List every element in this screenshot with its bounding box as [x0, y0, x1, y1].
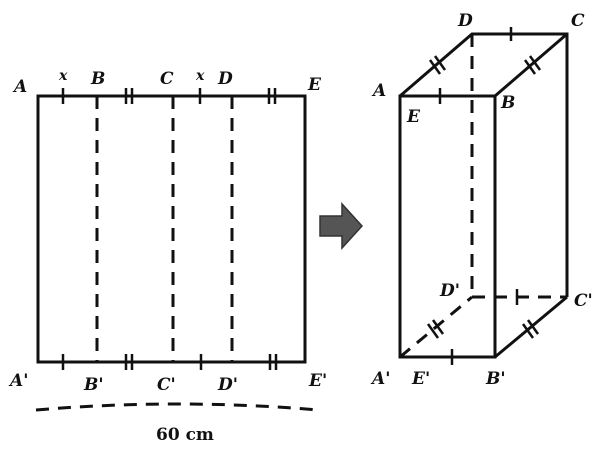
tick-marks: [61, 88, 278, 370]
label-d-prime: D': [217, 375, 238, 395]
label-d-prime: D': [439, 281, 460, 301]
label-a-prime: A': [370, 369, 390, 389]
edge-b-prime-c-prime: [494, 295, 568, 359]
label-b: B: [500, 93, 515, 113]
label-a-prime: A': [8, 371, 28, 391]
rectangular-prism: D C A B E D' C' A' E' B': [370, 11, 593, 389]
right-arrow-icon: [319, 202, 364, 250]
label-c: C: [160, 69, 174, 89]
label-e-prime: E': [411, 369, 430, 389]
label-d: D: [457, 11, 473, 31]
hidden-edge-a-prime-d-prime: [399, 295, 473, 359]
label-d: D: [217, 69, 233, 89]
label-b-prime: B': [83, 375, 104, 395]
label-c: C: [571, 11, 585, 31]
label-e: E: [307, 75, 322, 95]
label-e-prime: E': [308, 371, 327, 391]
front-face: [398, 94, 497, 359]
label-c-prime: C': [574, 291, 593, 311]
label-c-prime: C': [157, 375, 176, 395]
label-a: A: [12, 77, 27, 97]
prism-tick-marks: [426, 27, 542, 365]
edge-bc: [494, 32, 568, 98]
width-label: 60 cm: [156, 425, 214, 445]
label-b-prime: B': [485, 369, 506, 389]
width-dimension-line: [35, 402, 319, 412]
label-x-2: x: [195, 68, 205, 84]
label-b: B: [90, 69, 105, 89]
label-a: A: [371, 81, 386, 101]
label-e: E: [406, 107, 421, 127]
rectangle-sheet: A B C D E x x A' B' C' D' E' 60 cm: [8, 68, 327, 445]
top-back-edges: [399, 32, 569, 297]
label-x-1: x: [58, 68, 68, 84]
